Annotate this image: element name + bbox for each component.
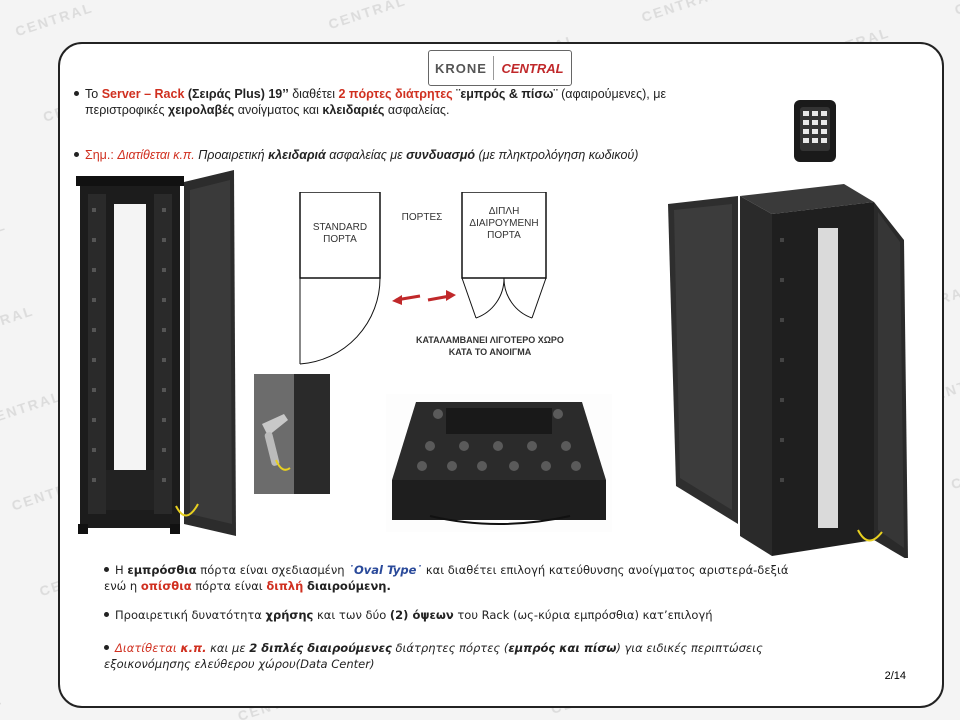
bullet-3-line-1: Η εμπρόσθια πόρτα είναι σχεδιασμένη ˙Ova…	[104, 562, 788, 578]
door-comparison-diagram	[299, 192, 547, 365]
logo-krone: KRONE	[435, 60, 487, 76]
diagram-doors-label: ΠΟΡΤΕΣ	[401, 212, 443, 223]
bullet-2: Σημ.: Διατίθεται κ.π. Προαιρετική κλειδα…	[74, 147, 638, 163]
page-number: 2/14	[884, 670, 906, 682]
bullet-icon	[104, 645, 109, 650]
logo-central: CENTRAL	[501, 60, 564, 76]
bullet-icon	[104, 612, 109, 617]
door-handle-photo	[254, 374, 330, 494]
bullet-1-line-1: Το Server – Rack (Σειράς Plus) 19’’ διαθ…	[74, 86, 666, 102]
rack-front-oval-door-image	[76, 170, 236, 536]
content-card: KRONE CENTRAL Το Server – Rack (Σειράς P…	[58, 42, 944, 708]
bullet-icon	[74, 152, 79, 158]
keypad-lock-image	[794, 100, 836, 162]
brand-logo: KRONE CENTRAL	[428, 50, 572, 86]
bullet-icon	[104, 567, 109, 572]
rack-top-vented-photo	[386, 394, 612, 532]
bullet-5-line-2: εξοικονόμησης ελεύθερου χώρου(Data Cente…	[104, 657, 375, 671]
bullet-icon	[74, 91, 79, 97]
bullet-4: Προαιρετική δυνατότητα χρήσης και των δύ…	[104, 607, 713, 623]
rack-rear-double-door-image	[668, 184, 908, 558]
bullet-5-line-1: Διατίθεται κ.π. και με 2 διπλές διαιρούμ…	[104, 640, 763, 656]
bullet-3-line-2: ενώ η οπίσθια πόρτα είναι διπλή διαιρούμ…	[104, 579, 391, 593]
bullet-1-line-2: περιστροφικές χειρολαβές ανοίγματος και …	[85, 103, 450, 117]
